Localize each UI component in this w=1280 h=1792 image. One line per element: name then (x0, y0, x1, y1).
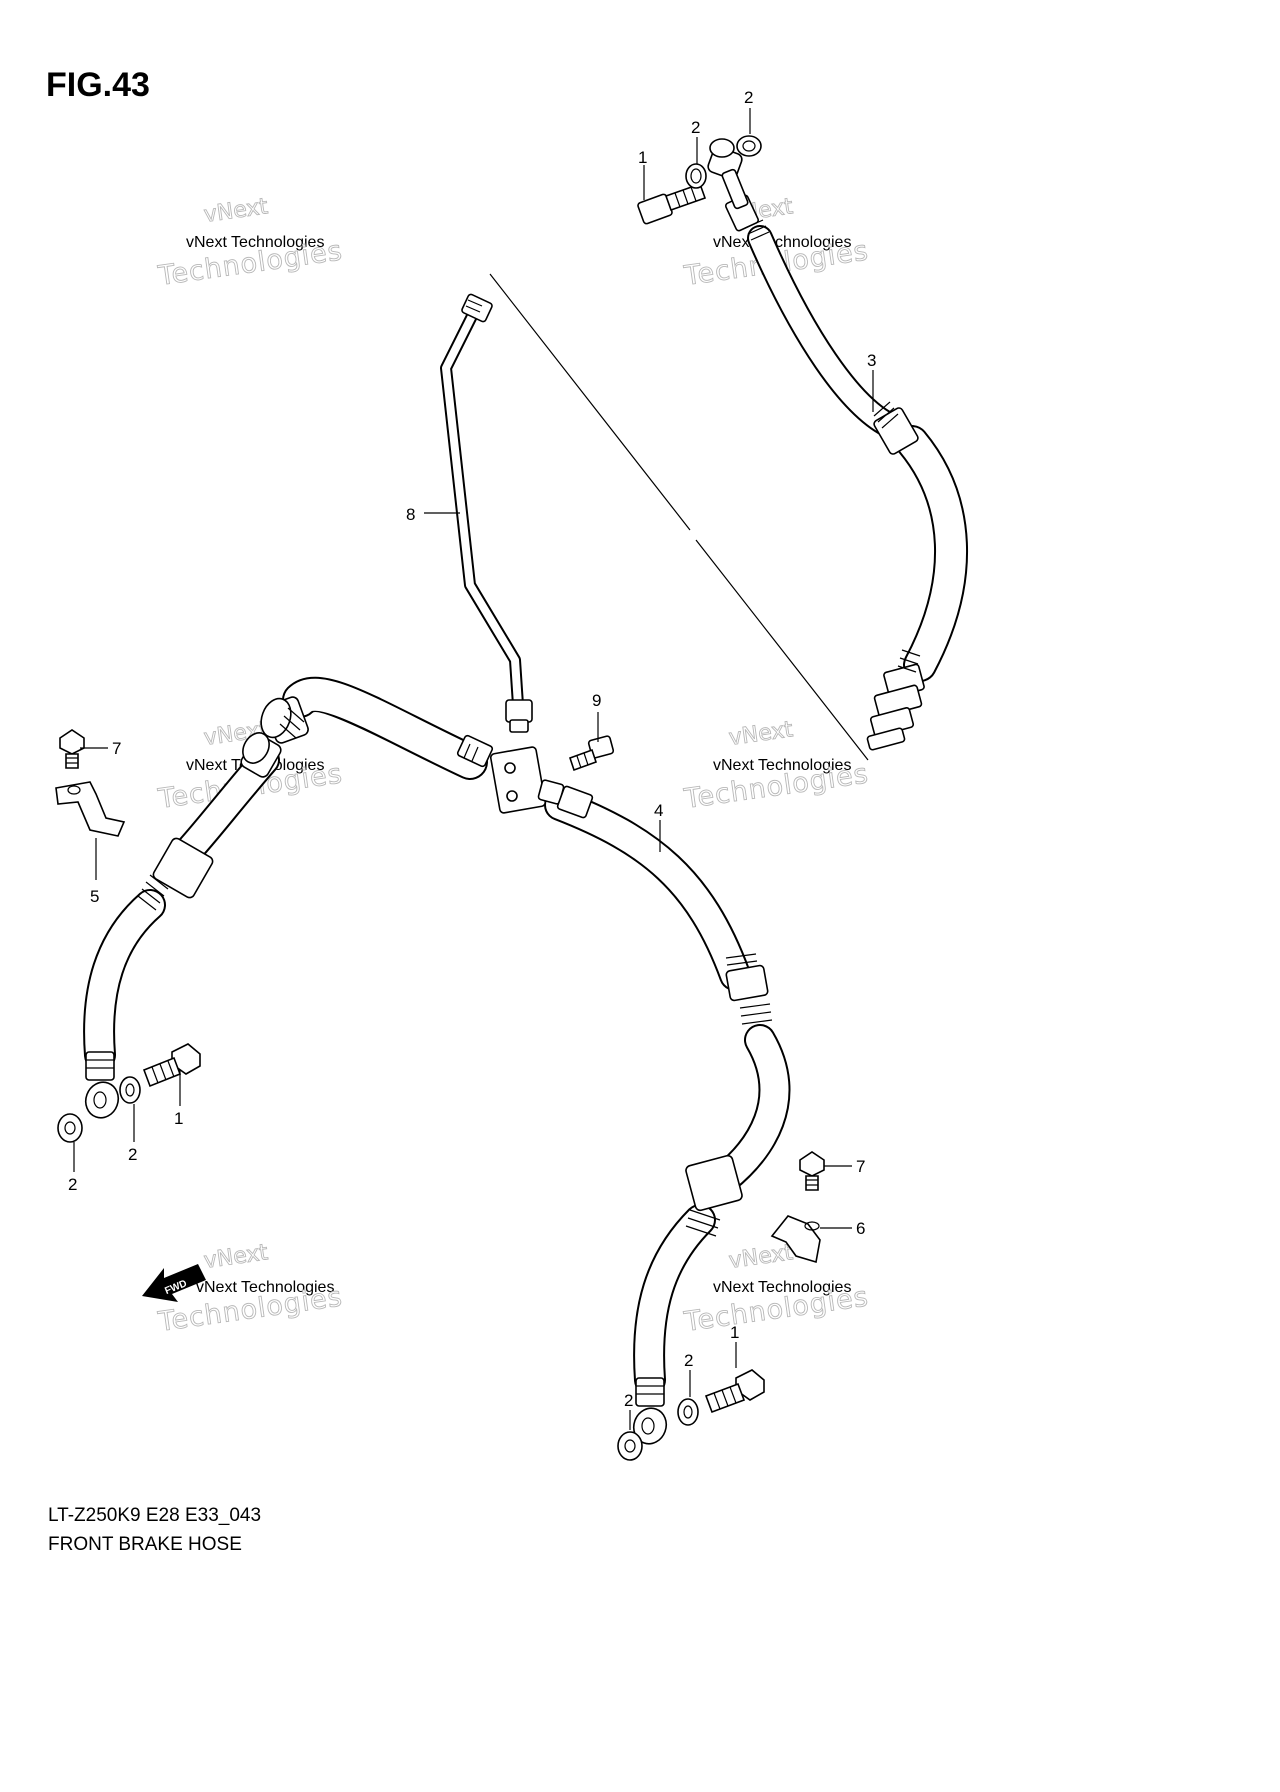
brake-hose-4 (83, 676, 791, 1445)
callout-2-top-b: 2 (744, 88, 753, 107)
callout-2-top-a: 2 (691, 118, 700, 137)
watermark-line: vNext Technologies (186, 234, 324, 251)
gasket-washer-right-b (617, 1431, 643, 1461)
gasket-washer-right-a (677, 1398, 699, 1426)
callout-1-top: 1 (638, 148, 647, 167)
callout-9: 9 (592, 691, 601, 710)
brake-pipe-8 (440, 293, 533, 733)
forward-direction-arrow: FWD (142, 1264, 206, 1302)
callout-2-left-b: 2 (68, 1175, 77, 1194)
bolt-7-right (799, 1151, 825, 1191)
callout-2-right-b: 2 (624, 1391, 633, 1410)
callout-leaders (73, 108, 874, 1430)
callout-3: 3 (867, 351, 876, 370)
figure-title: FIG.43 (46, 66, 150, 104)
diagram-name: FRONT BRAKE HOSE (48, 1534, 242, 1555)
callout-numbers: 1 2 2 3 8 9 7 5 4 1 2 2 7 6 2 2 1 (68, 88, 876, 1410)
watermark-word1: vNext (727, 1240, 794, 1274)
watermark-top-left: vNext vNext Technologies Technologies (155, 194, 345, 293)
clamp-bracket-5 (55, 781, 126, 837)
watermark-line: vNext Technologies (713, 1279, 851, 1296)
watermark-bottom-right: vNext vNext Technologies Technologies (681, 1240, 871, 1339)
watermark-line: vNext Technologies (196, 1279, 334, 1296)
callout-6: 6 (856, 1219, 865, 1238)
gasket-washer-top-b (736, 135, 762, 157)
union-bolt-1-left (142, 1043, 201, 1088)
callout-5: 5 (90, 887, 99, 906)
callout-7-right: 7 (856, 1157, 865, 1176)
union-bolt-1-right (704, 1369, 765, 1414)
brake-hose-3 (707, 138, 968, 751)
assembly-guide-line (489, 273, 869, 761)
gasket-washer-left-b (57, 1113, 83, 1143)
callout-1-left: 1 (174, 1109, 183, 1128)
clamp-bracket-6 (770, 1215, 821, 1264)
callout-1-right: 1 (730, 1323, 739, 1342)
callout-8: 8 (406, 505, 415, 524)
callout-2-left-a: 2 (128, 1145, 137, 1164)
gasket-washer-left-a (119, 1076, 141, 1104)
watermark-mid-right: vNext vNext Technologies Technologies (681, 717, 871, 816)
diagram-code: LT-Z250K9 E28 E33_043 (48, 1505, 262, 1526)
watermark-word1: vNext (202, 194, 269, 228)
union-bolt-1-top (637, 182, 707, 225)
bolt-9 (568, 735, 615, 772)
gasket-washer-top-a (685, 163, 707, 189)
bolt-7-left (59, 729, 85, 769)
callout-7-left: 7 (112, 739, 121, 758)
callout-4: 4 (654, 801, 663, 820)
watermark-word1: vNext (727, 717, 794, 751)
watermark-line: vNext Technologies (713, 757, 851, 774)
watermark-word1: vNext (202, 1240, 269, 1274)
callout-2-right-a: 2 (684, 1351, 693, 1370)
